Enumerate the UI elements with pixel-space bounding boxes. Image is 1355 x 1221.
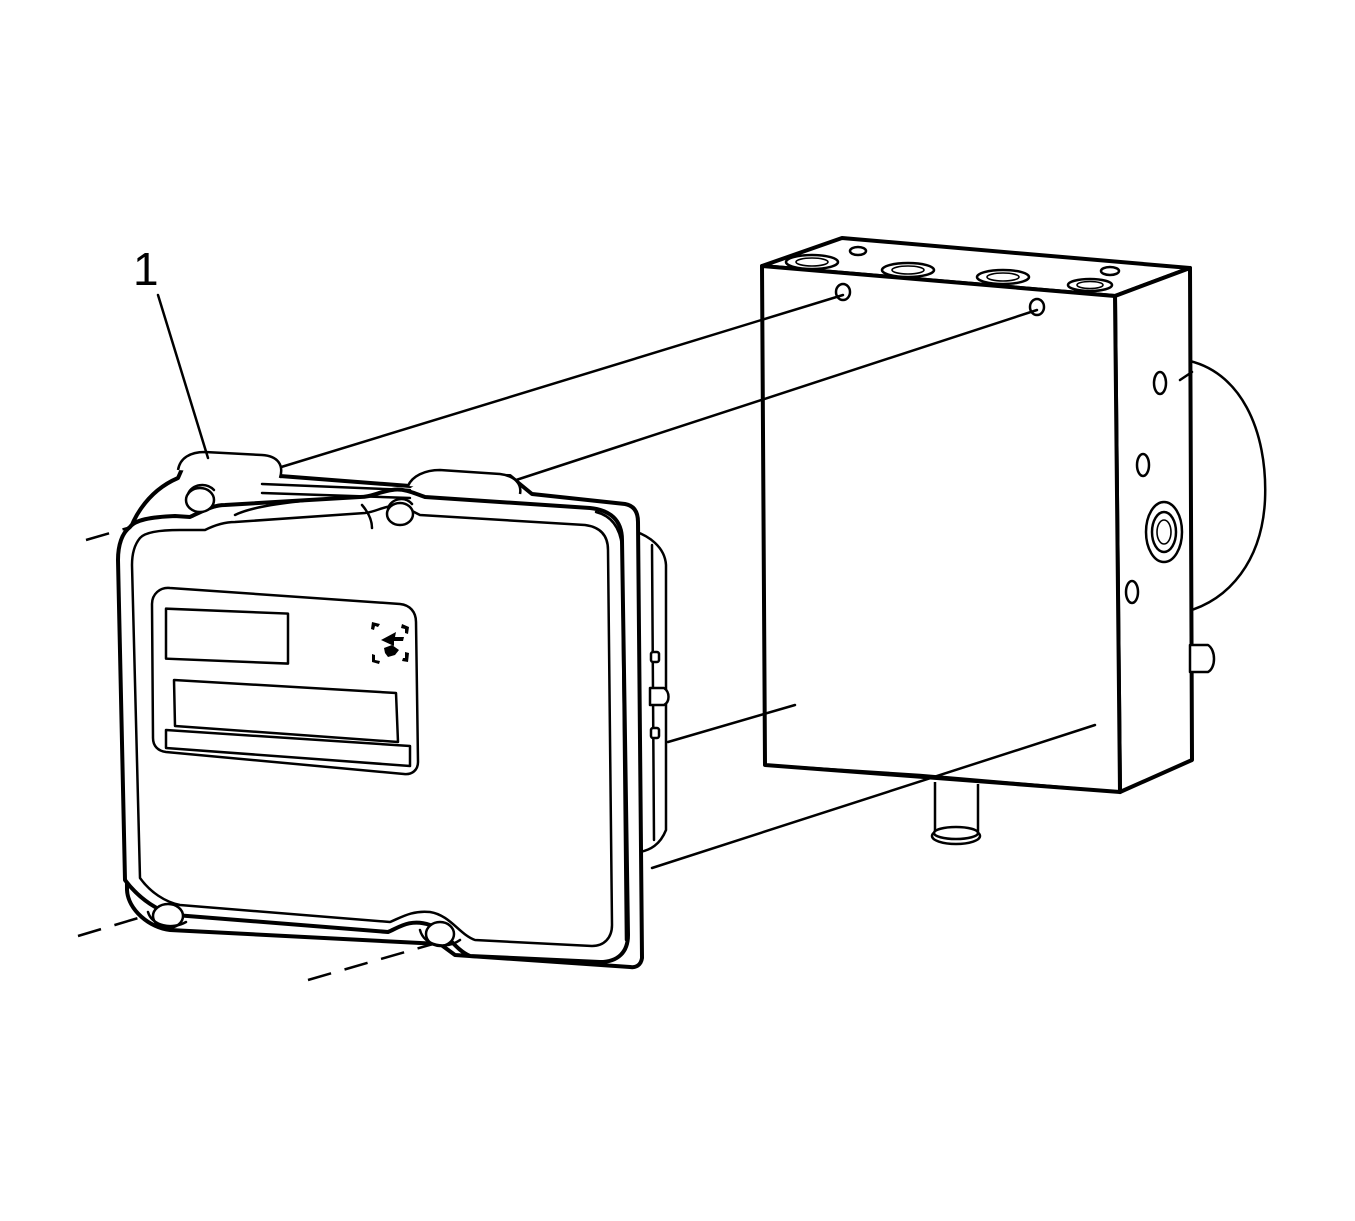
hydraulic-modulator-block (760, 236, 1267, 846)
pump-motor-housing (1183, 358, 1267, 614)
brake-line-ports (784, 245, 1121, 317)
callout-1: 1 (133, 243, 210, 460)
electronic-brake-control-module (116, 450, 670, 970)
module-label-plate (150, 586, 420, 776)
callout-leader-line (156, 293, 210, 460)
mounting-pins (930, 643, 1216, 846)
mounting-bore-lower-left (151, 902, 185, 930)
mounting-bore-upper-left (184, 486, 216, 514)
block-front-face (760, 264, 1122, 794)
part-orientation-symbol-icon (371, 622, 409, 664)
mounting-bore-upper-right (385, 501, 415, 527)
callout-number: 1 (133, 243, 159, 295)
block-side-holes (1124, 370, 1184, 605)
module-mounting-ear (176, 450, 283, 479)
